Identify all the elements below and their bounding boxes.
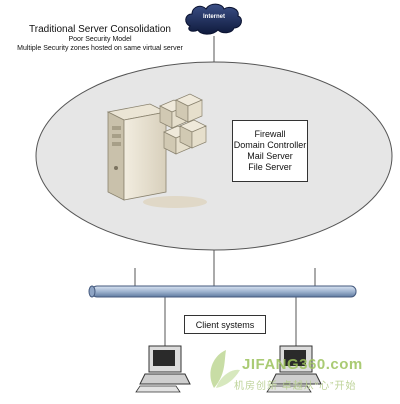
client-systems-box: Client systems: [184, 315, 266, 334]
internet-label: Internet: [202, 14, 225, 20]
diagram-description: Multiple Security zones hosted on same v…: [17, 45, 183, 52]
internet-cloud-icon: [185, 3, 242, 35]
client-systems-label: Client systems: [195, 319, 255, 330]
client-computer-left-icon: [135, 345, 191, 393]
network-bus: [88, 285, 357, 298]
diagram-title-block: Traditional Server Consolidation Poor Se…: [0, 24, 200, 53]
diagram-subtitle: Poor Security Model: [68, 36, 132, 43]
service-file-server: File Server: [248, 162, 292, 172]
watermark-logo-icon: [210, 350, 240, 388]
watermark-brand: JIFANG360.com: [242, 356, 363, 373]
services-box: Firewall Domain Controller Mail Server F…: [232, 120, 308, 182]
server-tower-icon: [106, 103, 207, 208]
service-firewall: Firewall: [254, 129, 286, 139]
watermark-slogan: 机房创新 卓越从“心”开始: [234, 381, 357, 392]
diagram-title: Traditional Server Consolidation: [29, 24, 171, 35]
service-domain-controller: Domain Controller: [233, 140, 307, 150]
service-mail-server: Mail Server: [247, 151, 293, 161]
client-computer-right-icon: [266, 345, 322, 393]
virtual-servers-icon: [159, 93, 207, 155]
virtual-server-zone: [35, 61, 393, 251]
